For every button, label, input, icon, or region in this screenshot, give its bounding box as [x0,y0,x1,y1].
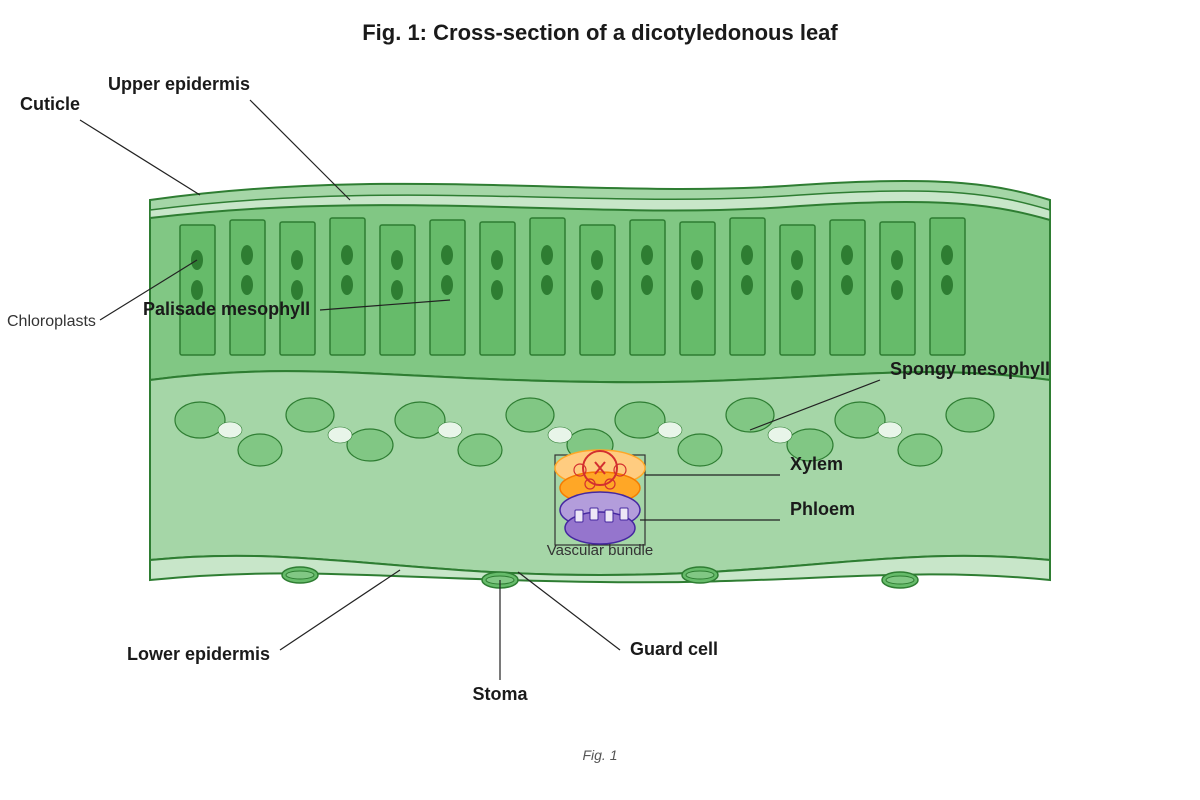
lower-epidermis-layer [149,554,1051,584]
palisade-leader [319,299,451,311]
cuticle-leader [79,119,201,196]
sieve-tube [619,507,629,521]
chloroplast [441,275,453,295]
sieve-tube [604,509,614,523]
spongy-cell [457,433,503,467]
chloroplast [941,275,953,295]
lower-epidermis-leader [279,569,401,651]
xylem-vessel [613,463,627,477]
chloroplast [641,245,653,265]
figure-title: Fig. 1: Cross-section of a dicotyledonou… [362,20,838,45]
chloroplast [641,275,653,295]
chloroplast [541,275,553,295]
spongy-cell [174,401,226,439]
vascular-bundle: Vascular bundle [547,449,653,559]
spongy-cell [346,428,394,462]
spongy-cell [614,401,666,439]
chloroplast [291,280,303,300]
stoma-label: Stoma [472,684,528,704]
chloroplast [191,280,203,300]
chloroplast [841,275,853,295]
chloroplast [841,245,853,265]
chloroplast [341,275,353,295]
spongy-cell [725,397,775,433]
spongy-cell [945,397,995,433]
chloroplast [791,280,803,300]
xylem-cross-mark [594,461,606,475]
chloroplast [591,250,603,270]
chloroplast [691,280,703,300]
chloroplast [291,250,303,270]
chloroplasts-label: Chloroplasts [7,313,96,330]
chloroplast [391,280,403,300]
chloroplast [441,245,453,265]
chloroplast [391,250,403,270]
spongy-cell [834,401,886,439]
chloroplast [591,280,603,300]
spongy-cell [285,397,335,433]
spongy-cell [394,401,446,439]
chloroplast [691,250,703,270]
air-space [657,421,683,439]
lower-epidermis-label: Lower epidermis [127,644,270,664]
sieve-tube [574,509,584,523]
xylem-vessel-ring [582,450,618,486]
spongy-cell [786,428,834,462]
stoma-pore [285,570,315,580]
phloem-label: Phloem [790,499,855,519]
guard-cell-leader [517,571,621,651]
air-space [217,421,243,439]
spongy-cell [237,433,283,467]
xylem-vessel [573,463,587,477]
cuticle-label: Cuticle [20,94,80,114]
air-space [547,426,573,444]
chloroplast [241,275,253,295]
spongy-leader [749,379,881,431]
xylem-vessel [584,478,596,490]
upper-epidermis-label: Upper epidermis [108,74,250,94]
spongy-cells [174,397,995,467]
chloroplast [791,250,803,270]
stoma-pore [685,570,715,580]
chloroplast [891,280,903,300]
palisade-label: Palisade mesophyll [143,299,310,319]
spongy-cell [897,433,943,467]
xylem-vessel [604,478,616,490]
chloroplast [891,250,903,270]
stoma-pore [885,575,915,585]
chloroplast [741,245,753,265]
upper-epidermis-leader [249,99,351,201]
air-space [437,421,463,439]
guard-cell-label: Guard cell [630,639,718,659]
chloroplast [491,280,503,300]
air-space [327,426,353,444]
air-space [877,421,903,439]
sieve-tube [589,507,599,521]
figure-caption: Fig. 1 [582,747,617,763]
chloroplast [741,275,753,295]
leader-lines [79,99,881,680]
chloroplast [541,245,553,265]
spongy-cell [677,433,723,467]
xylem-label: Xylem [790,454,843,474]
chloroplasts-leader [99,259,198,321]
spongy-cell [505,397,555,433]
vascular-bundle-label: Vascular bundle [547,542,653,559]
chloroplast [941,245,953,265]
chloroplast [341,245,353,265]
chloroplast [241,245,253,265]
spongy-label: Spongy mesophyll [890,359,1050,379]
palisade-cells [179,217,966,356]
air-space [767,426,793,444]
chloroplast [491,250,503,270]
